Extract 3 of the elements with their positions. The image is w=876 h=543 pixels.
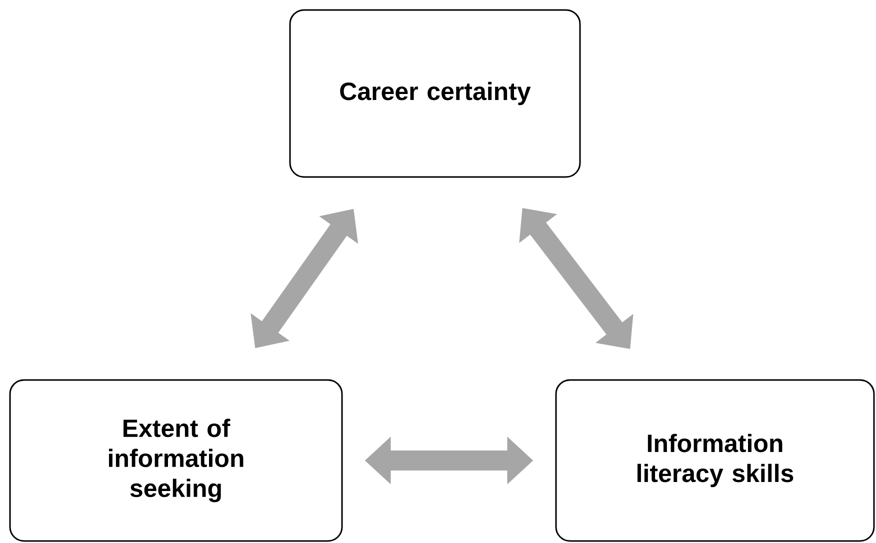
text-box: Extent of information seeking <box>9 379 343 542</box>
text-box: Career certainty <box>289 9 581 178</box>
text-box: Information literacy skills <box>555 379 875 542</box>
